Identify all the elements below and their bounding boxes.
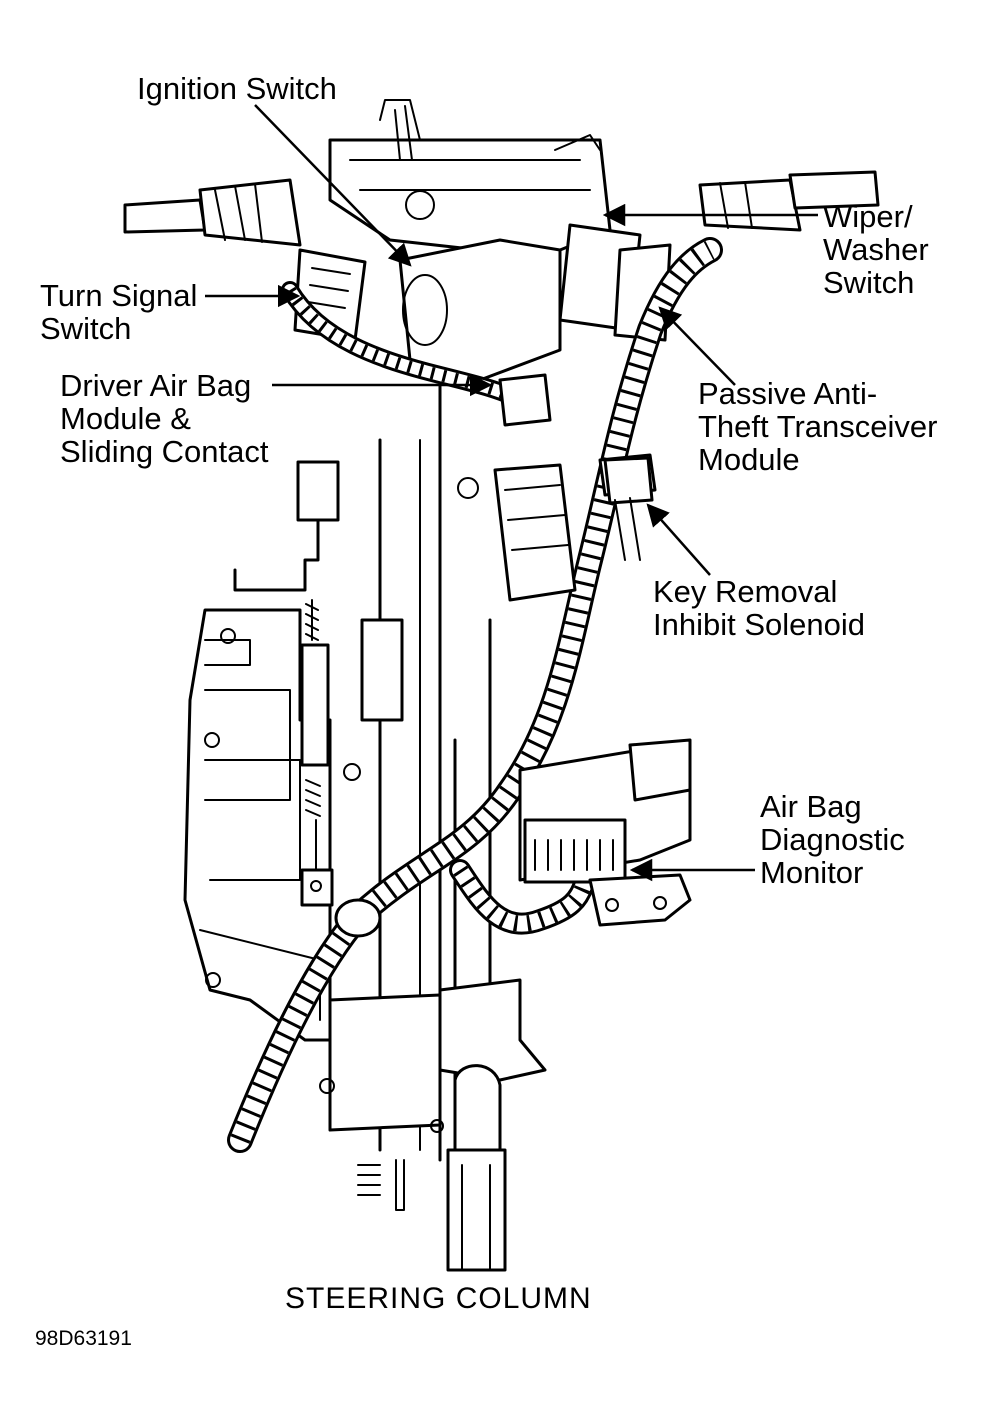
label-monitor-line-3: Monitor bbox=[760, 855, 864, 890]
label-key-removal-line-1: Key Removal bbox=[653, 574, 838, 609]
figure-code: 98D63191 bbox=[35, 1327, 132, 1350]
leader-passive-anti-theft bbox=[658, 306, 736, 386]
label-turn-signal-line-1: Turn Signal bbox=[40, 278, 198, 313]
label-key-removal-line-2: Inhibit Solenoid bbox=[653, 607, 865, 642]
leader-lines bbox=[205, 104, 818, 882]
label-ignition-switch: Ignition Switch bbox=[137, 72, 337, 105]
label-wiper-washer-switch: Wiper/ Washer Switch bbox=[823, 200, 929, 299]
latch-mechanism bbox=[233, 460, 340, 907]
label-passive-line-2: Theft Transceiver bbox=[698, 409, 938, 444]
label-monitor-line-2: Diagnostic bbox=[760, 822, 905, 857]
leader-key-removal-solenoid bbox=[646, 503, 711, 576]
label-ignition-switch-text: Ignition Switch bbox=[137, 71, 337, 106]
label-turn-signal-line-2: Switch bbox=[40, 311, 132, 346]
label-driver-air-bag-line-1: Driver Air Bag bbox=[60, 368, 252, 403]
key-removal-solenoid-drawing bbox=[603, 456, 654, 561]
label-turn-signal-switch: Turn Signal Switch bbox=[40, 279, 197, 345]
label-wiper-line-2: Washer bbox=[823, 232, 929, 267]
label-wiper-line-1: Wiper/ bbox=[823, 199, 913, 234]
label-passive-line-3: Module bbox=[698, 442, 800, 477]
label-monitor-line-1: Air Bag bbox=[760, 789, 862, 824]
top-switch-assembly bbox=[123, 99, 880, 382]
diagnostic-monitor-drawing bbox=[518, 738, 692, 927]
label-driver-air-bag-module: Driver Air Bag Module & Sliding Contact bbox=[60, 369, 269, 468]
diagram-title: STEERING COLUMN bbox=[285, 1282, 592, 1315]
leader-ignition-switch bbox=[254, 104, 412, 267]
label-driver-air-bag-line-3: Sliding Contact bbox=[60, 434, 269, 469]
wiring-harness bbox=[227, 237, 723, 1153]
label-wiper-line-3: Switch bbox=[823, 265, 915, 300]
label-air-bag-diagnostic-monitor: Air Bag Diagnostic Monitor bbox=[760, 790, 905, 889]
label-key-removal-inhibit-solenoid: Key Removal Inhibit Solenoid bbox=[653, 575, 865, 641]
lower-u-joint bbox=[319, 978, 547, 1272]
label-driver-air-bag-line-2: Module & bbox=[60, 401, 191, 436]
label-passive-anti-theft: Passive Anti- Theft Transceiver Module bbox=[698, 377, 937, 476]
label-passive-line-1: Passive Anti- bbox=[698, 376, 878, 411]
